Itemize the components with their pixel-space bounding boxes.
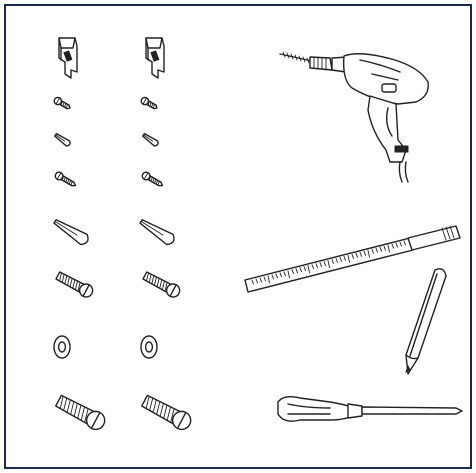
tape-measure-icon bbox=[245, 226, 460, 292]
medium-screw-icon bbox=[141, 171, 165, 189]
washer-icon bbox=[141, 336, 157, 358]
large-anchor-icon bbox=[138, 216, 177, 246]
pencil-icon bbox=[406, 269, 446, 374]
large-anchor-icon bbox=[52, 216, 91, 246]
bracket-icon bbox=[59, 38, 77, 78]
part-column-right bbox=[138, 38, 194, 433]
power-drill-icon bbox=[280, 52, 428, 182]
extra-large-screw-icon bbox=[54, 393, 107, 433]
medium-screw-icon bbox=[54, 171, 78, 189]
small-screw-icon bbox=[140, 96, 159, 111]
small-anchor-icon bbox=[54, 132, 71, 147]
small-anchor-icon bbox=[142, 132, 159, 147]
bracket-icon bbox=[146, 38, 164, 78]
large-screw-icon bbox=[142, 270, 182, 300]
extra-large-screw-icon bbox=[140, 393, 193, 433]
part-column-left bbox=[52, 38, 108, 433]
small-screw-icon bbox=[53, 96, 72, 111]
washer-icon bbox=[54, 336, 70, 358]
screwdriver-icon bbox=[278, 397, 462, 421]
large-screw-icon bbox=[55, 270, 95, 300]
